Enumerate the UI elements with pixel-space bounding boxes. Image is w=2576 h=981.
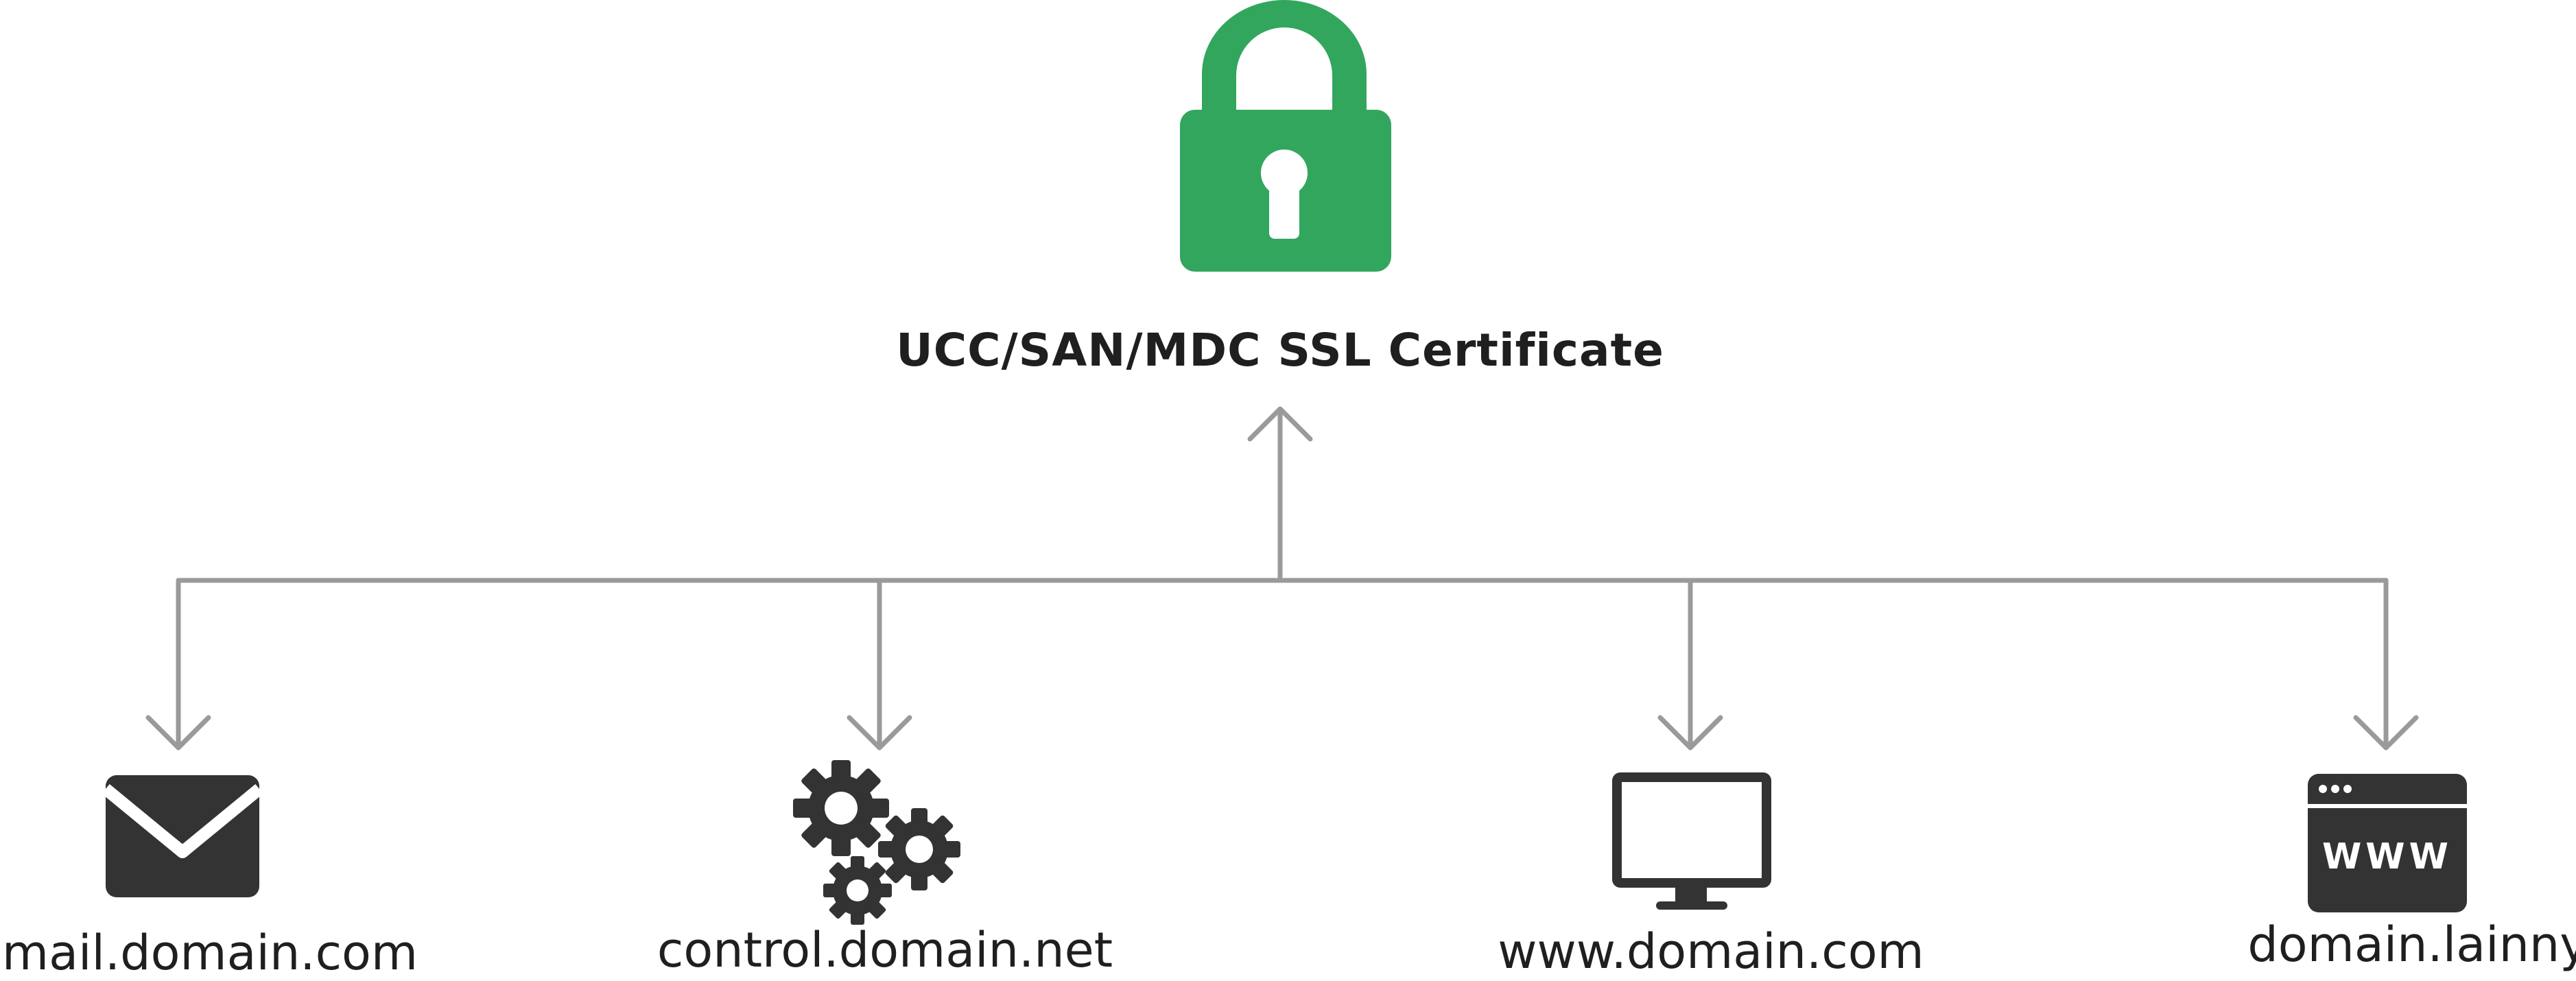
browser-www-text: WWW — [2322, 836, 2453, 877]
down-arrow-head-mail — [145, 715, 211, 750]
down-arrow-head-other — [2353, 715, 2419, 750]
gears-icon — [793, 760, 960, 925]
domain-label-other: domain.lainnya — [2247, 917, 2576, 973]
certificate-title: UCC/SAN/MDC SSL Certificate — [896, 324, 1664, 377]
down-arrow-head-www — [1657, 715, 1723, 750]
down-arrow-head-control — [847, 715, 912, 750]
envelope-icon — [102, 775, 263, 897]
domain-label-mail: mail.domain.com — [1, 925, 418, 981]
padlock-icon — [1180, 0, 1391, 272]
monitor-icon — [1612, 772, 1771, 910]
domain-label-www: www.domain.com — [1498, 923, 1924, 980]
domain-label-control: control.domain.net — [657, 922, 1113, 978]
browser-www-icon: WWW — [2308, 774, 2467, 912]
up-arrow-head — [1247, 406, 1313, 442]
connector-lines — [145, 406, 2419, 750]
